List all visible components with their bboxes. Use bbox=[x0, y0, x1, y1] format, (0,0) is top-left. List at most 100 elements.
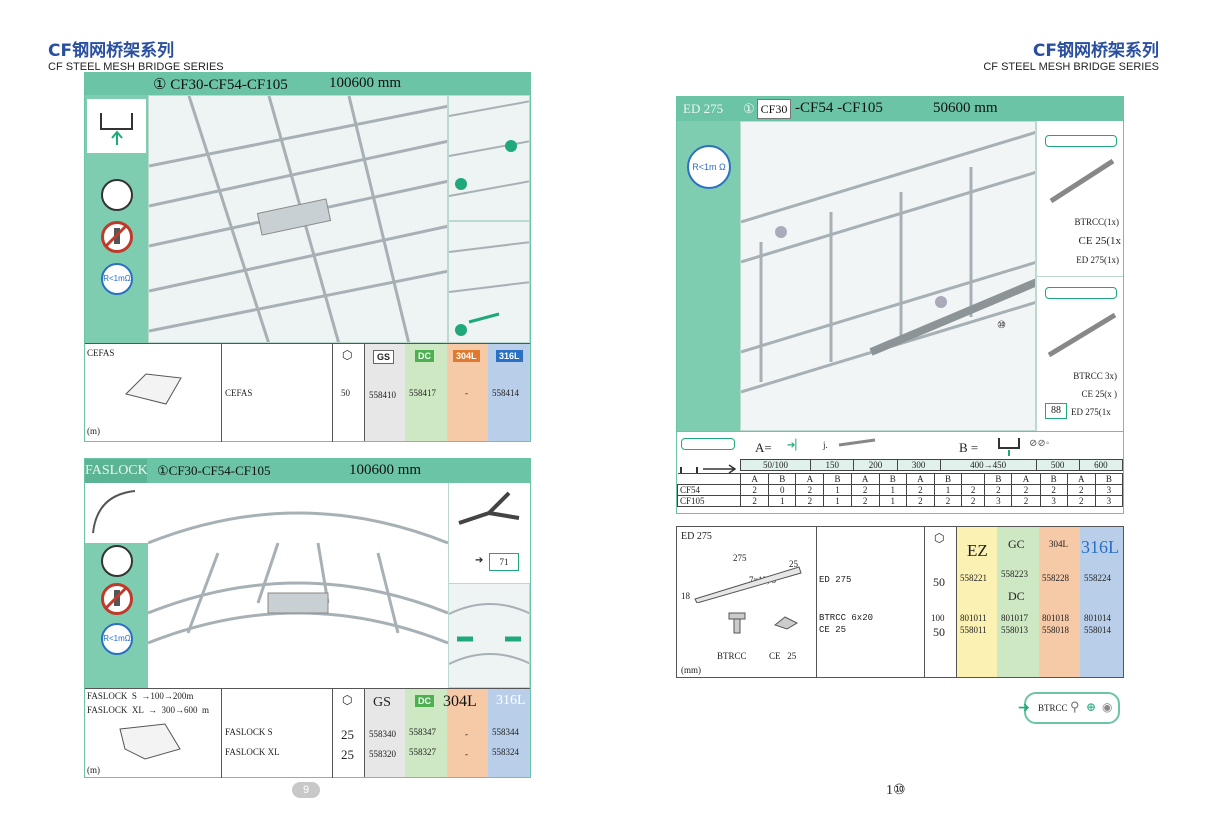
ed-316-col: 316L 558224 801014 558014 bbox=[1080, 527, 1123, 677]
ed-item-2: BTRCC 6x20 bbox=[819, 613, 874, 623]
cefas-dc-col: DC 558417 bbox=[405, 344, 447, 441]
ed-gc-3: 558013 bbox=[1001, 625, 1028, 635]
cefas-304-col: 304L - bbox=[447, 344, 488, 441]
cell: 3 bbox=[1094, 495, 1124, 507]
right-header-subtitle: CF STEEL MESH BRIDGE SERIES bbox=[983, 61, 1159, 73]
cefas-clip-drawing bbox=[125, 373, 182, 405]
ab-h: B bbox=[1094, 473, 1124, 485]
ed-item-1: ED 275 bbox=[819, 575, 852, 585]
b-label: B = bbox=[959, 440, 979, 455]
no-screw-icon bbox=[101, 583, 133, 615]
cell: 3 bbox=[1094, 484, 1124, 496]
ed-316-2: 801014 bbox=[1084, 613, 1111, 623]
cefas-table-label: CEFAS bbox=[87, 348, 115, 358]
cell: 2 bbox=[905, 495, 935, 507]
faslock-band-size: 100600 mm bbox=[349, 462, 422, 478]
cell: 1 bbox=[823, 484, 852, 496]
faslock-dc-col: DC 558347 558327 bbox=[405, 689, 447, 777]
faslock-qty-2: 25 bbox=[341, 747, 354, 762]
curved-tray-illustration bbox=[147, 511, 449, 645]
ed-316-1: 558224 bbox=[1084, 573, 1111, 583]
label-ce: CE 25 bbox=[769, 651, 797, 661]
ed275-main-image: ⑩ bbox=[740, 121, 1036, 431]
ed-ez-1: 558221 bbox=[960, 573, 987, 583]
strip-icon bbox=[1045, 287, 1117, 299]
cefas-qty: 50 bbox=[341, 388, 350, 398]
faslock-304-1: - bbox=[465, 729, 468, 739]
ed275-ref-page[interactable]: 88 bbox=[1045, 403, 1067, 419]
plus-icon: ⊕ bbox=[1086, 700, 1097, 714]
bolt-drawing bbox=[728, 612, 746, 634]
ed-qty-3: 50 bbox=[933, 625, 945, 639]
cell: 2 bbox=[739, 484, 770, 496]
ss304-label: 304L bbox=[1049, 539, 1068, 549]
box-icon: ⬡ bbox=[342, 348, 353, 362]
callout-2-line-3: ED 275(1x bbox=[1071, 407, 1111, 417]
callout-1-line-1: BTRCC(1x) bbox=[1074, 217, 1119, 227]
btrcc-tag: ➔ BTRCC ⚲ ⊕ ◉ bbox=[1018, 692, 1120, 724]
nut-icon: ◉ bbox=[1102, 700, 1113, 714]
a-label: A= bbox=[755, 440, 772, 455]
cefas-step-image-1 bbox=[448, 95, 530, 221]
ed-title: ED 275 bbox=[681, 531, 712, 542]
dc-label: DC bbox=[1008, 589, 1025, 603]
left-header: CF钢网桥架系列 CF STEEL MESH BRIDGE SERIES bbox=[48, 36, 224, 73]
left-header-subtitle: CF STEEL MESH BRIDGE SERIES bbox=[48, 61, 224, 73]
box-icon: ⬡ bbox=[342, 693, 353, 707]
ab-h: B bbox=[984, 473, 1013, 485]
cefas-gs-col: GS 558410 bbox=[364, 344, 405, 441]
cell: 1 bbox=[768, 495, 797, 507]
callout-1-line-2: CE 25(1x bbox=[1078, 235, 1121, 247]
a-desc: j. bbox=[823, 440, 828, 450]
ed-product-table: ED 275 275 25 7x12, 5 18 BTRCC CE 25 (mm… bbox=[676, 526, 1124, 678]
cefas-band-text: ① CF30-CF54-CF105 bbox=[153, 77, 288, 93]
faslock-ref-page[interactable]: 71 bbox=[489, 553, 519, 571]
faslock-304-2: - bbox=[465, 749, 468, 759]
callout-2-line-1: BTRCC 3x) bbox=[1073, 371, 1117, 381]
curve-icon bbox=[85, 483, 148, 543]
ed-304-1: 558228 bbox=[1042, 573, 1069, 583]
width-300: 300 bbox=[896, 459, 941, 471]
arrow-right-icon: ➔ bbox=[1018, 701, 1030, 716]
ab-h: B bbox=[1039, 473, 1068, 485]
ed-304-3: 558018 bbox=[1042, 625, 1069, 635]
ss316-label: 316L bbox=[1081, 537, 1119, 557]
faslock-spec-xl: FASLOCK XL → 300→600 m bbox=[87, 705, 210, 715]
cell: 2 bbox=[850, 484, 880, 496]
cefas-unit: (m) bbox=[87, 426, 100, 436]
faslock-dc-2: 558327 bbox=[409, 747, 436, 757]
cell: 3 bbox=[1039, 495, 1068, 507]
faslock-qty-1: 25 bbox=[341, 727, 354, 742]
row-name: CF54 bbox=[677, 484, 741, 496]
cefas-step-image-2 bbox=[448, 221, 530, 343]
right-header: CF钢网桥架系列 CF STEEL MESH BRIDGE SERIES bbox=[983, 36, 1159, 73]
left-page-number: 9 bbox=[292, 782, 320, 798]
ed275-band-cf30: CF30 bbox=[757, 99, 791, 119]
width-200: 200 bbox=[853, 459, 898, 471]
ed275-band: ED 275 ① CF30 -CF54 -CF105 50600 mm bbox=[677, 97, 1123, 121]
faslock-item-2: FASLOCK XL bbox=[225, 747, 280, 757]
row-name: CF105 bbox=[677, 495, 741, 507]
cell: 2 bbox=[1011, 495, 1041, 507]
cell: 2 bbox=[795, 484, 825, 496]
tray-orientation-icon bbox=[998, 438, 1020, 456]
connector-icon: ⊘⊘◦ bbox=[1029, 438, 1050, 449]
faslock-316-col: 316L 558344 558324 bbox=[488, 689, 530, 777]
bolt-icon: ⚲ bbox=[1070, 699, 1080, 714]
no-screw-icon bbox=[101, 221, 133, 253]
faslock-304-col: 304L - - bbox=[443, 689, 488, 777]
right-page-number: 1⑩ bbox=[886, 783, 906, 798]
cefas-main-image bbox=[148, 95, 448, 343]
ed-ez-2: 801011 bbox=[960, 613, 987, 623]
ez-label: EZ bbox=[967, 541, 988, 560]
faslock-icon-column: R<1mΩ bbox=[85, 483, 148, 688]
ed-316-3: 558014 bbox=[1084, 625, 1111, 635]
dc-badge: DC bbox=[415, 695, 434, 707]
ed275-marker: ⑩ bbox=[997, 320, 1006, 331]
label-btrcc: BTRCC bbox=[717, 651, 747, 661]
resistance-icon: R<1mΩ bbox=[101, 623, 133, 655]
faslock-detail-image bbox=[448, 583, 530, 688]
width-500: 500 bbox=[1035, 459, 1080, 471]
ed275-section: ED 275 ① CF30 -CF54 -CF105 50600 mm R<1m… bbox=[676, 96, 1124, 514]
